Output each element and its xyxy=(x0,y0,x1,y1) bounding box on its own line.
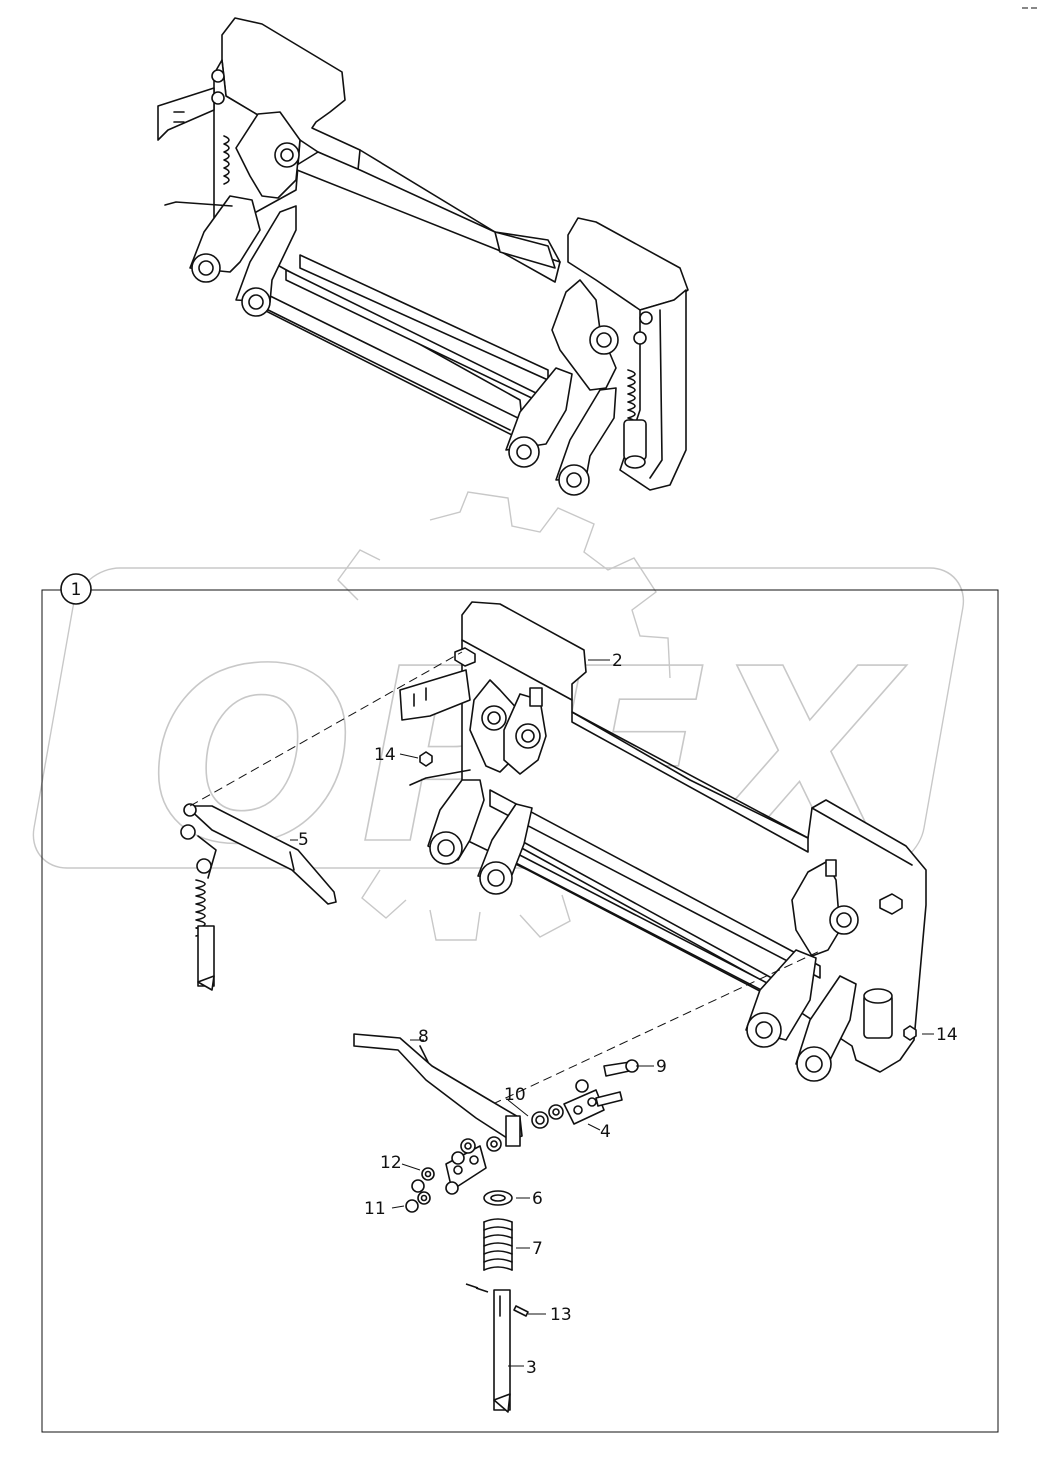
part-left-bracket-plate xyxy=(399,669,471,721)
callout-14-right: 14 xyxy=(936,1025,958,1045)
part-nut-14-left xyxy=(419,751,433,767)
assembly-frame: 1 xyxy=(41,573,999,1433)
callout-14-left: 14 xyxy=(374,745,396,765)
callout-6: 6 xyxy=(532,1189,543,1209)
part-nut-14-right xyxy=(903,1025,917,1041)
part-frame-plate xyxy=(409,601,927,1082)
callout-13: 13 xyxy=(550,1305,572,1325)
part-rod xyxy=(465,1283,529,1413)
callout-10: 10 xyxy=(504,1085,526,1105)
callout-labels: 2 3 4 5 6 7 8 9 10 11 12 13 14 14 xyxy=(298,651,958,1378)
callout-5: 5 xyxy=(298,830,309,850)
dashed-guide-right xyxy=(479,949,823,1111)
part-washer xyxy=(483,1190,513,1206)
assembly-callout-circle xyxy=(60,573,92,605)
part-pins-bushings xyxy=(405,1059,639,1213)
assembly-callout: 1 xyxy=(71,580,82,600)
callout-11: 11 xyxy=(364,1199,386,1219)
callout-3: 3 xyxy=(526,1358,537,1378)
part-left-lever-assembly xyxy=(180,651,463,991)
part-spring xyxy=(483,1218,513,1271)
leader-lines xyxy=(290,659,934,1367)
callout-8: 8 xyxy=(418,1027,429,1047)
callout-12: 12 xyxy=(380,1153,402,1173)
quick-attach-assembly-view xyxy=(157,17,689,496)
part-lever-arm xyxy=(353,1033,523,1147)
callout-7: 7 xyxy=(532,1239,543,1259)
callout-9: 9 xyxy=(656,1057,667,1077)
callout-2: 2 xyxy=(612,651,623,671)
callout-4: 4 xyxy=(600,1122,611,1142)
